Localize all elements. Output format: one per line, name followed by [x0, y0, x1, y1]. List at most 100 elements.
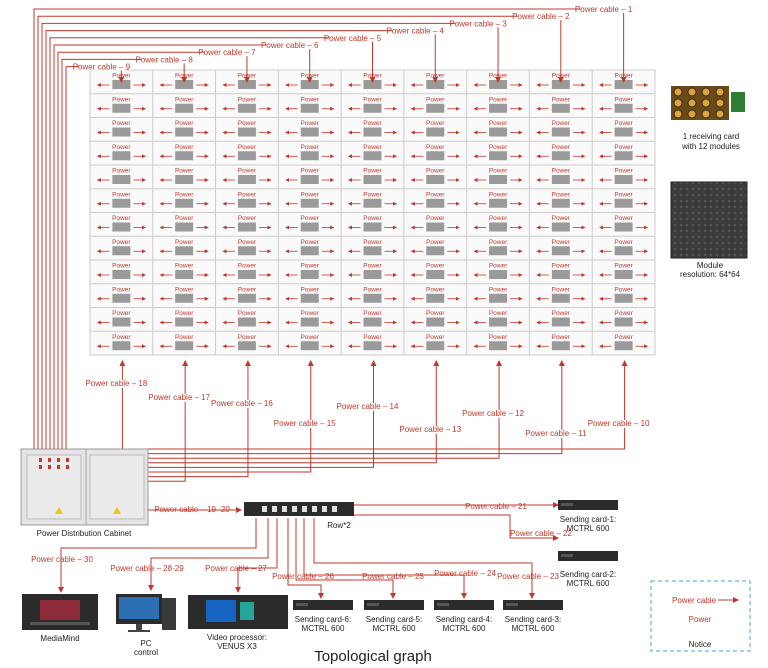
module-legend: Module resolution: 64*64: [670, 181, 748, 279]
receiving-card-module-icon: [300, 80, 319, 89]
top-cable-label: Power cable – 6: [261, 41, 319, 50]
led-cell: Power: [285, 168, 335, 184]
socket-icon: [302, 506, 307, 512]
top-power-cable: Power cable – 6: [53, 40, 319, 450]
receiving-card-module-icon: [551, 246, 570, 256]
pc-tower-icon: [162, 598, 176, 630]
led-cell: Power: [96, 144, 146, 161]
top-power-cable: Power cable – 1: [33, 4, 633, 450]
led-cell: Power: [599, 310, 649, 327]
cell-power-label: Power: [552, 168, 571, 175]
video-processor-logo-icon: [206, 600, 236, 622]
bottom-power-cable: Power cable – 17: [148, 360, 211, 482]
cell-power-label: Power: [301, 191, 320, 198]
led-cell: Power: [222, 239, 272, 256]
cell-power-label: Power: [363, 191, 382, 198]
top-power-cable: Power cable – 5: [49, 32, 382, 450]
led-cell: Power: [473, 286, 523, 303]
monitor-icon: [119, 597, 159, 619]
receiving-card-module-icon: [237, 246, 256, 256]
led-cell: Power: [159, 168, 209, 184]
receiving-card-module-icon: [300, 127, 319, 137]
cell-power-label: Power: [614, 168, 633, 175]
led-cell: Power: [222, 215, 272, 232]
led-cell: Power: [159, 334, 209, 351]
led-cell: Power: [473, 310, 523, 327]
receiving-card-module-icon: [237, 127, 256, 137]
cell-power-label: Power: [426, 263, 445, 270]
receiving-card-module-icon: [112, 198, 131, 208]
top-cable-label: Power cable – 3: [449, 19, 507, 28]
top-cable-label: Power cable – 2: [512, 12, 570, 21]
cell-power-label: Power: [426, 191, 445, 198]
svg-text:MCTRL 600: MCTRL 600: [443, 624, 486, 633]
receiving-card-module-icon: [551, 151, 570, 161]
led-cell: Power: [285, 239, 335, 256]
cell-power-label: Power: [238, 215, 257, 222]
cable-label-22: Power cable – 22: [510, 529, 572, 538]
led-cell: Power: [536, 286, 586, 303]
cell-power-label: Power: [614, 310, 633, 317]
led-cell: Power: [348, 286, 397, 303]
cell-power-label: Power: [175, 191, 194, 198]
led-cell: Power: [599, 120, 649, 137]
led-cell: Power: [96, 215, 146, 232]
led-cell: Power: [159, 96, 209, 113]
led-cell: Power: [222, 334, 272, 351]
svg-text:Sending card-3:: Sending card-3:: [505, 615, 561, 624]
led-module-image: [670, 181, 748, 259]
led-cell: Power: [410, 96, 460, 113]
cell-power-label: Power: [363, 286, 382, 293]
warning-icon: [55, 507, 63, 514]
cable-label-30: Power cable – 30: [31, 555, 93, 564]
receiving-card-module-icon: [175, 293, 194, 303]
receiving-card-module-icon: [175, 270, 194, 279]
receiving-card-module-icon: [300, 198, 319, 208]
cell-power-label: Power: [552, 96, 571, 103]
cell-power-label: Power: [301, 144, 320, 151]
receiving-card-module-icon: [489, 151, 508, 161]
receiving-card-module-icon: [363, 293, 382, 303]
cell-power-label: Power: [175, 286, 194, 293]
receiving-card-module-icon: [363, 341, 382, 351]
receiving-card-module-icon: [300, 103, 319, 113]
module-dot-icon: [715, 109, 725, 119]
led-cell: Power: [348, 334, 397, 351]
led-cell: Power: [96, 334, 146, 351]
cable-label-27: Power cable – 27: [205, 564, 267, 573]
receiving-card-module-icon: [614, 222, 633, 232]
receiving-card-module-icon: [426, 246, 445, 256]
cable-label-21: Power cable – 21: [465, 502, 527, 511]
cell-power-label: Power: [301, 334, 320, 341]
receiving-card-module-icon: [112, 222, 131, 232]
receiving-card-module-icon: [237, 103, 256, 113]
receiving-card-module-icon: [551, 127, 570, 137]
svg-text:VENUS X3: VENUS X3: [217, 642, 257, 651]
cell-power-label: Power: [112, 144, 131, 151]
receiving-card-module-icon: [237, 317, 256, 327]
receiving-card-module-icon: [489, 317, 508, 327]
receiving-card-module-icon: [237, 270, 256, 279]
receiving-card-label-1: 1 receiving card: [683, 132, 739, 141]
led-cell: Power: [536, 239, 586, 256]
module-dot-icon: [687, 87, 697, 97]
receiving-card-module-icon: [614, 103, 633, 113]
cell-power-label: Power: [238, 286, 257, 293]
cell-power-label: Power: [363, 215, 382, 222]
led-cell: Power: [410, 263, 460, 279]
led-cell: Power: [285, 334, 335, 351]
receiving-card-module-icon: [112, 80, 131, 89]
receiving-card-module-icon: [426, 270, 445, 279]
warning-icon: [113, 507, 121, 514]
led-cell: Power: [348, 215, 397, 232]
cell-power-label: Power: [614, 334, 633, 341]
receiving-card-module-icon: [237, 341, 256, 351]
cell-power-label: Power: [363, 239, 382, 246]
led-cell: Power: [285, 96, 335, 113]
cell-power-label: Power: [238, 144, 257, 151]
receiving-card-module-icon: [300, 293, 319, 303]
cable-label-26: Power cable – 26: [272, 572, 334, 581]
receiving-card-module-icon: [489, 198, 508, 208]
cell-power-label: Power: [552, 310, 571, 317]
